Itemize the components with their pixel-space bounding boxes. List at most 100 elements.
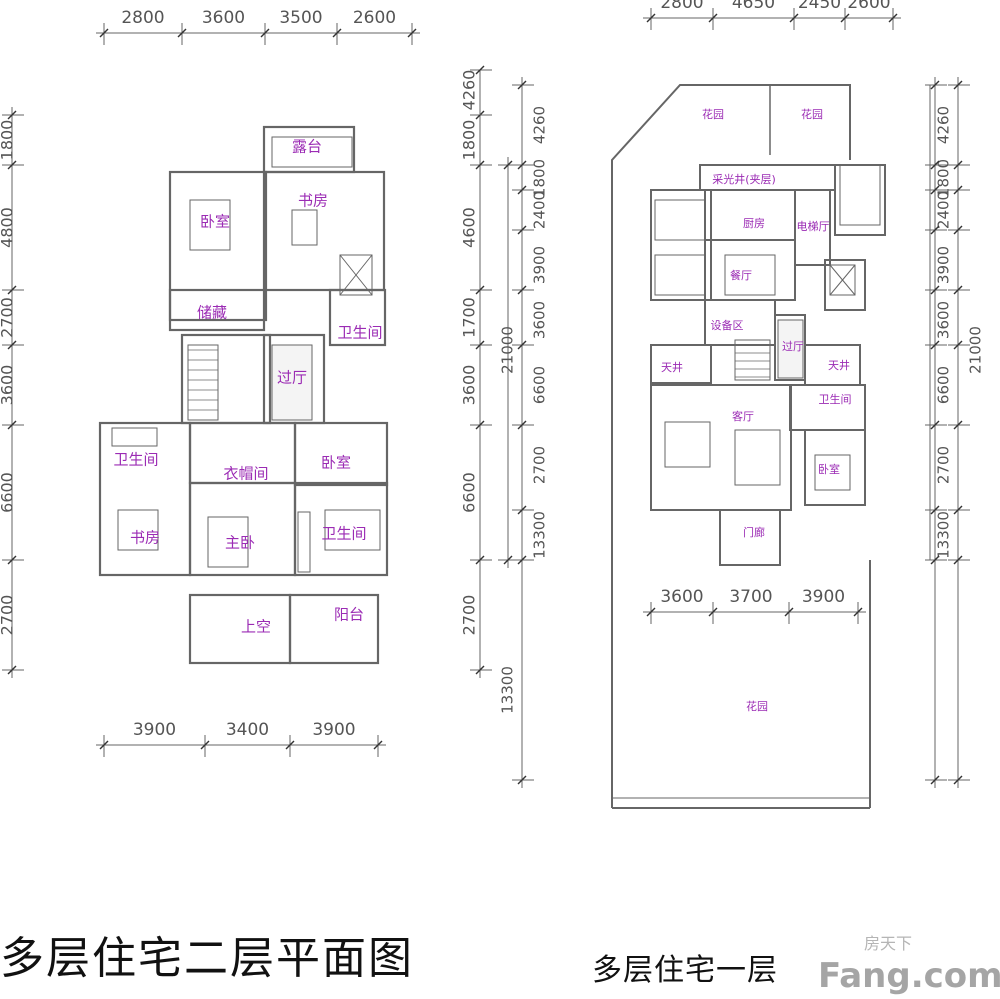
right-right-total-label: 21000 [967, 326, 985, 374]
left-right-dim-label: 3600 [460, 365, 479, 406]
right-left-dim-tick-1 [517, 160, 527, 170]
right-left-dim-label: 6600 [531, 366, 549, 404]
left-right-dim-label: 4600 [460, 207, 479, 248]
right-elevator-shaft [829, 264, 856, 296]
right-right-dim-tick-9 [953, 775, 963, 785]
left-left-dim-label: 1800 [0, 120, 17, 161]
right-room-label-2: 采光井(夹层) [712, 172, 776, 186]
right-top-dim-tick-0 [646, 13, 656, 23]
left-left-dim-tick-5 [7, 555, 17, 565]
right-left-total-tick-0 [503, 160, 513, 170]
left-top-dim-label: 3500 [279, 8, 322, 28]
right-right-dim-label: 4260 [935, 106, 953, 144]
left-right-dim-tick-top [475, 65, 485, 75]
left-right-dim-tick-2 [475, 285, 485, 295]
right-left-dim-tick-0 [517, 80, 527, 90]
left-left-dim-label: 3600 [0, 365, 17, 406]
right-right-dim-tick-3 [953, 225, 963, 235]
right-right-dim-tick-2 [953, 185, 963, 195]
left-left-dim-label: 2700 [0, 297, 17, 338]
right-right-dim-label: 3900 [935, 246, 953, 284]
right-right-dim-label: 13300 [935, 511, 953, 559]
right-living-coffee [734, 429, 781, 486]
right-room-label-6: 设备区 [711, 318, 744, 332]
right-left-dim-label: 1800 [531, 159, 549, 197]
right-wall-block-3 [794, 189, 831, 266]
left-left-dim-tick-1 [7, 160, 17, 170]
edge-plan-dim-tick-5 [930, 340, 940, 350]
right-left-dim-tick-2 [517, 185, 527, 195]
left-right-dim-label: 1800 [460, 120, 479, 161]
edge-plan-dim-tick-1 [930, 160, 940, 170]
right-garden-boundary [611, 84, 851, 808]
right-top-dim-tick-2 [789, 13, 799, 23]
right-garden-dim-tick-1 [708, 607, 718, 617]
edge-plan-dim-tick-0 [930, 80, 940, 90]
left-left-dim-label: 6600 [0, 472, 17, 513]
right-stair [734, 339, 771, 381]
right-right-dim-tick-7 [953, 505, 963, 515]
left-bedroom-bed [117, 509, 159, 551]
left-wall-block-11 [293, 481, 389, 577]
right-room-label-7: 过厅 [782, 340, 804, 353]
edge-plan-dim-tick-3 [930, 225, 940, 235]
left-room-label-3: 储藏 [197, 304, 227, 322]
right-left-dim-tick-4 [517, 285, 527, 295]
left-wall-block-9 [293, 421, 389, 487]
left-wall-block-10 [188, 481, 297, 577]
caption-first-floor-plan: 多层住宅一层 [592, 953, 778, 988]
right-room-label-3: 厨房 [743, 217, 765, 230]
right-room-label-8: 天井 [661, 360, 683, 374]
left-master-desk [297, 511, 311, 573]
right-room-label-9: 天井 [828, 358, 850, 372]
right-left-total-tick-1 [503, 555, 513, 565]
left-right-dim-tick-6 [475, 665, 485, 675]
left-right-dim-tick-5 [475, 555, 485, 565]
left-bottom-dim-label: 3900 [312, 720, 355, 740]
left-left-dim-tick-4 [7, 420, 17, 430]
right-garden-dim-label: 3700 [729, 587, 772, 607]
right-right-dim-label: 1800 [935, 159, 953, 197]
edge-plan-dim-tick-2 [930, 185, 940, 195]
left-study-desk-2 [291, 209, 318, 246]
right-living-sofa-set [664, 421, 711, 468]
left-bottom-dim-tick-2 [285, 740, 295, 750]
left-room-label-8: 卧室 [321, 454, 351, 472]
left-wall-block-13 [288, 593, 380, 665]
left-bottom-dim-tick-3 [373, 740, 383, 750]
left-bottom-dim-tick-1 [200, 740, 210, 750]
right-room-label-0: 花园 [702, 108, 724, 121]
right-top-dim-tick-1 [708, 13, 718, 23]
right-left-dim-tick-7 [517, 505, 527, 515]
right-wall-block-12 [789, 384, 866, 431]
left-wall-block-3 [168, 288, 266, 332]
edge-plan-dim-tick-4 [930, 285, 940, 295]
right-room-label-4: 电梯厅 [797, 220, 830, 233]
edge-plan-dim-tick-9 [930, 775, 940, 785]
right-right-dim-label: 6600 [935, 366, 953, 404]
right-left-dim-tick-5 [517, 340, 527, 350]
left-left-dim-tick-0 [7, 110, 17, 120]
right-garden-dim-label: 3900 [802, 587, 845, 607]
right-right-dim-label: 3600 [935, 301, 953, 339]
right-left-dim-label: 4260 [531, 106, 549, 144]
left-left-dim-label: 2700 [0, 595, 17, 636]
right-garden-dim-label: 3600 [660, 587, 703, 607]
left-top-dim-tick-3 [332, 28, 342, 38]
left-room-label-12: 上空 [241, 618, 271, 636]
left-left-dim-tick-6 [7, 665, 17, 675]
right-garden-dim-tick-3 [853, 607, 863, 617]
left-right-dim-tick-4 [475, 420, 485, 430]
right-right-dim-label: 2400 [935, 191, 953, 229]
left-room-label-10: 主卧 [225, 534, 255, 552]
left-right-dim-label: 6600 [460, 472, 479, 513]
right-right-dim-tick-5 [953, 340, 963, 350]
edge-plan-dim-tick-7 [930, 505, 940, 515]
left-room-label-4: 卫生间 [337, 324, 382, 342]
right-right-dim-tick-4 [953, 285, 963, 295]
right-left-dim-label: 3900 [531, 246, 549, 284]
right-top-dim-label: 4650 [732, 0, 775, 13]
left-wall-block-0 [168, 170, 268, 322]
right-left-dim-tick-8 [517, 555, 527, 565]
right-bedroom-bed [814, 454, 851, 491]
